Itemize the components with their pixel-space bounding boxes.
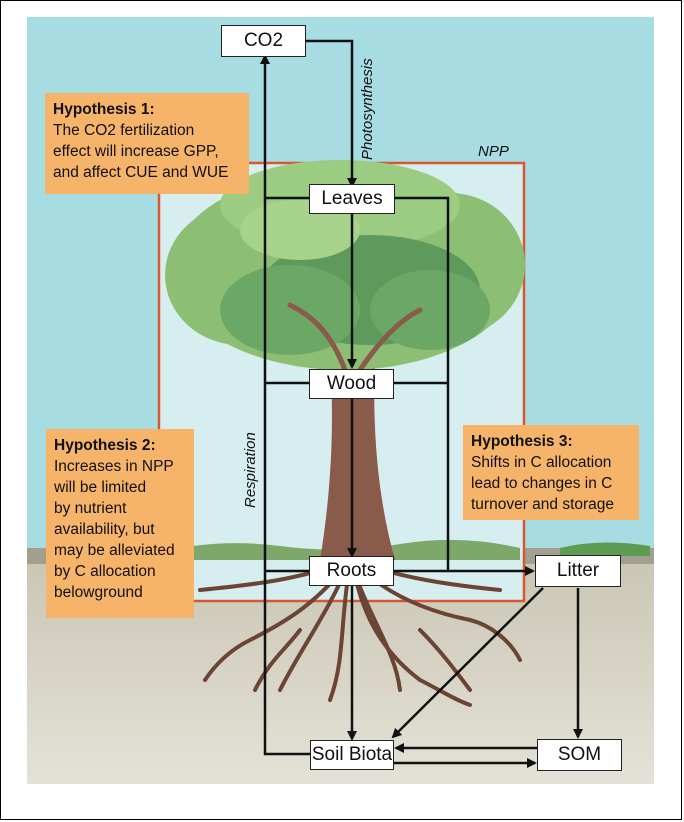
flow-arrows: [260, 39, 583, 768]
arrow-photosynthesis: [305, 39, 357, 188]
tree-trunk: [320, 360, 395, 560]
hypothesis-1-title: Hypothesis 1:: [53, 101, 155, 118]
hypothesis-3-box: Hypothesis 3: Shifts in C allocation lea…: [463, 425, 639, 520]
hypothesis-3-title: Hypothesis 3:: [471, 433, 573, 450]
leaves-box: Leaves: [309, 184, 395, 214]
line-leaves-litter: [395, 196, 450, 571]
wood-box: Wood: [309, 369, 394, 399]
arrow-litter-soilbiota: [391, 587, 544, 739]
hypothesis-2-box: Hypothesis 2: Increases in NPP will be l…: [46, 429, 194, 618]
hypothesis-2-body: Increases in NPP will be limited by nutr…: [54, 458, 175, 601]
hypothesis-3-body: Shifts in C allocation lead to changes i…: [471, 454, 615, 513]
tree-inner-branches: [287, 302, 423, 373]
hypothesis-1-body: The CO2 fertilization effect will increa…: [53, 122, 229, 181]
hypothesis-2-title: Hypothesis 2:: [54, 437, 156, 454]
roots-box: Roots: [309, 556, 394, 586]
hypothesis-1-box: Hypothesis 1: The CO2 fertilization effe…: [45, 93, 249, 194]
npp-label: NPP: [478, 143, 509, 160]
arrow-respiration: [260, 54, 310, 756]
tree-foliage: [165, 160, 525, 370]
litter-box: Litter: [535, 555, 621, 587]
grass-right: [560, 542, 650, 556]
soil-biota-box: Soil Biota: [310, 740, 394, 770]
co2-box: CO2: [221, 25, 306, 57]
respiration-label: Respiration: [242, 432, 259, 508]
photosynthesis-label: Photosynthesis: [359, 58, 376, 160]
som-box: SOM: [537, 739, 622, 771]
